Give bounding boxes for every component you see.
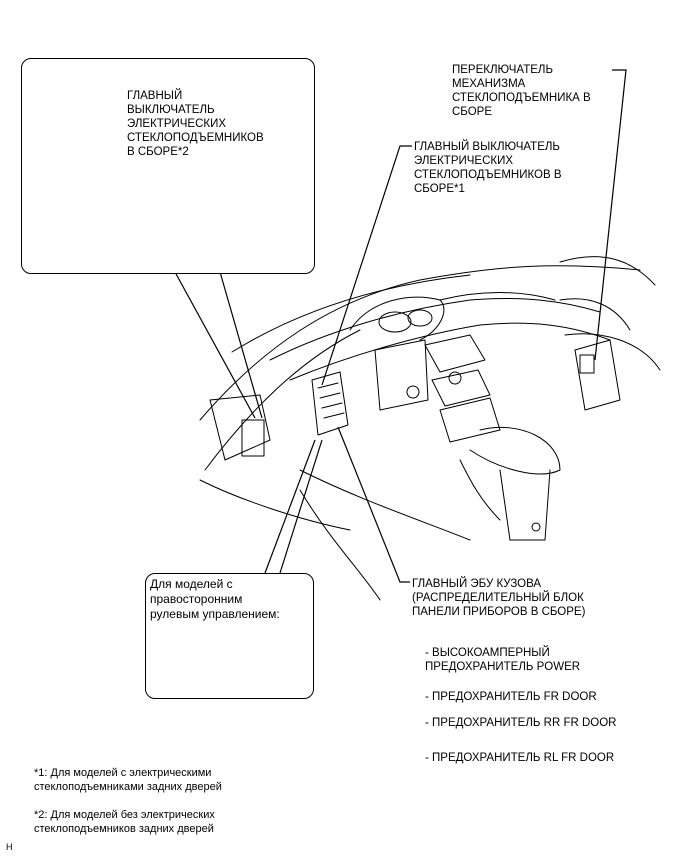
label-fuse-rl-fr-door: - ПРЕДОХРАНИТЕЛЬ RL FR DOOR	[425, 752, 615, 764]
inset-box-main-switch	[21, 58, 315, 274]
inset-box-rhd	[145, 573, 314, 699]
footnote-1: *1: Для моделей с электрическими стеклоп…	[34, 767, 222, 793]
corner-mark: H	[6, 842, 13, 852]
label-rhd-note: Для моделей с правосторонним рулевым упр…	[150, 577, 280, 621]
label-body-ecu: ГЛАВНЫЙ ЭБУ КУЗОВА (РАСПРЕДЕЛИТЕЛЬНЫЙ БЛ…	[412, 578, 586, 618]
label-regulator-switch: ПЕРЕКЛЮЧАТЕЛЬ МЕХАНИЗМА СТЕКЛОПОДЪЕМНИКА…	[452, 64, 591, 118]
footnote-2: *2: Для моделей без электрических стекло…	[34, 809, 215, 835]
label-main-switch-2: ГЛАВНЫЙ ВЫКЛЮЧАТЕЛЬ ЭЛЕКТРИЧЕСКИХ СТЕКЛО…	[127, 90, 264, 158]
label-fuse-rr-fr-door: - ПРЕДОХРАНИТЕЛЬ RR FR DOOR	[425, 717, 617, 729]
label-fuse-power: - ВЫСОКОАМПЕРНЫЙ ПРЕДОХРАНИТЕЛЬ POWER	[425, 647, 581, 673]
label-main-switch-1: ГЛАВНЫЙ ВЫКЛЮЧАТЕЛЬ ЭЛЕКТРИЧЕСКИХ СТЕКЛО…	[414, 141, 562, 195]
label-fuse-fr-door: - ПРЕДОХРАНИТЕЛЬ FR DOOR	[425, 691, 597, 703]
